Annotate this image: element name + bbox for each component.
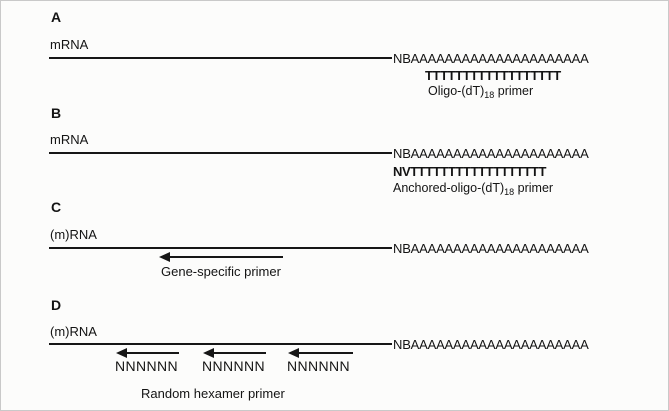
panel-a-rna-label: mRNA — [50, 37, 89, 52]
panel-a-mrna-line — [49, 57, 392, 59]
panel-a-oligo-dt-sequence: TTTTTTTTTTTTTTTTTT — [425, 68, 561, 83]
gene-specific-primer-arrowhead-icon — [159, 252, 170, 262]
hexamer-arrow-1-shaft — [125, 352, 179, 354]
hexamer-arrow-3-head-icon — [288, 348, 299, 358]
panel-b-label: B — [51, 105, 62, 121]
panel-b-mrna-line — [49, 152, 392, 154]
hexamer-arrow-2 — [203, 348, 266, 358]
panel-d-polya-tail: NBAAAAAAAAAAAAAAAAAAAAA — [393, 337, 589, 352]
hexamer-arrow-1-head-icon — [116, 348, 127, 358]
hexamer-arrow-3-shaft — [297, 352, 353, 354]
panel-d-primer-name: Random hexamer primer — [141, 386, 285, 401]
hexamer-seq-1: NNNNNN — [115, 358, 179, 374]
panel-a-primer-name-subscript: 18 — [484, 90, 495, 100]
panel-b-primer-name-pre: Anchored-oligo-(dT) — [393, 181, 505, 195]
panel-c-rna-label: (m)RNA — [50, 227, 97, 242]
panel-c-mrna-line — [49, 247, 392, 249]
panel-d-label: D — [51, 297, 62, 313]
panel-c-primer-name: Gene-specific primer — [161, 264, 281, 279]
panel-c-polya-tail: NBAAAAAAAAAAAAAAAAAAAAA — [393, 241, 589, 256]
panel-a-primer-name: Oligo-(dT)18 primer — [428, 84, 534, 100]
panel-d-rna-label: (m)RNA — [50, 324, 97, 339]
hexamer-arrow-2-shaft — [212, 352, 266, 354]
panel-b-polya-tail: NBAAAAAAAAAAAAAAAAAAAAA — [393, 146, 589, 161]
gene-specific-primer-arrow-shaft — [168, 256, 283, 258]
panel-a-primer-name-pre: Oligo-(dT) — [428, 84, 485, 98]
panel-b-rna-label: mRNA — [50, 132, 89, 147]
hexamer-arrow-2-head-icon — [203, 348, 214, 358]
panel-b-anchored-oligo-dt-sequence: NVTTTTTTTTTTTTTTTTTT — [393, 164, 546, 179]
hexamer-seq-2: NNNNNN — [202, 358, 266, 374]
panel-b-primer-name-subscript: 18 — [504, 187, 515, 197]
panel-a-polya-tail: NBAAAAAAAAAAAAAAAAAAAAA — [393, 51, 589, 66]
hexamer-arrow-1 — [116, 348, 179, 358]
panel-b-primer-name: Anchored-oligo-(dT)18 primer — [393, 181, 554, 197]
hexamer-seq-3: NNNNNN — [287, 358, 351, 374]
gene-specific-primer-arrow — [159, 252, 283, 262]
panel-b-primer-name-post: primer — [514, 181, 554, 195]
panel-a-label: A — [51, 9, 62, 25]
panel-d-mrna-line — [49, 343, 392, 345]
hexamer-arrow-3 — [288, 348, 353, 358]
panel-a-primer-name-post: primer — [494, 84, 534, 98]
panel-c-label: C — [51, 199, 62, 215]
